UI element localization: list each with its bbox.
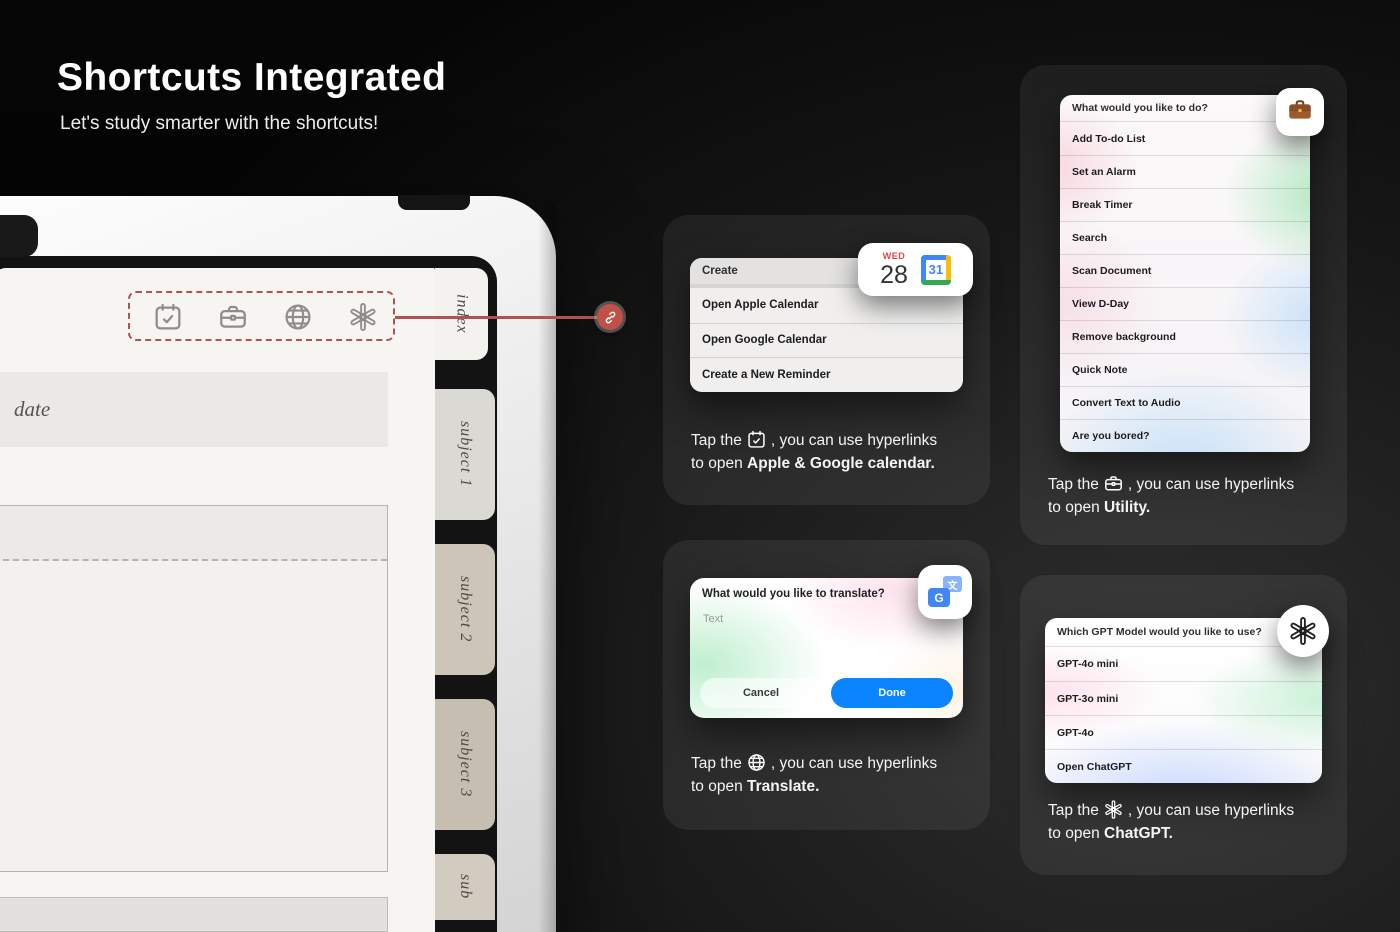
utility-badge	[1276, 88, 1324, 136]
translate-caption: Tap the, you can use hyperlinks to open …	[691, 752, 979, 798]
planner-page: date	[0, 268, 435, 932]
menu-item-create-reminder[interactable]: Create a New Reminder	[690, 357, 963, 392]
tab-subject-2[interactable]: subject 2	[435, 544, 495, 675]
utility-caption: Tap the, you can use hyperlinks to open …	[1048, 473, 1340, 519]
apple-calendar-icon: WED 28	[880, 250, 908, 289]
menu-item-add-todo[interactable]: Add To-do List	[1072, 132, 1146, 145]
menu-item-view-dday[interactable]: View D-Day	[1060, 287, 1310, 320]
frame-shade	[538, 196, 556, 932]
hyperlink-badge	[597, 304, 623, 330]
openai-icon	[1103, 799, 1124, 820]
chatgpt-feature-card: Which GPT Model would you like to use? G…	[1020, 575, 1347, 875]
planner-tabs: index subject 1 subject 2 subject 3 sub	[435, 256, 497, 932]
briefcase-icon	[1103, 473, 1124, 494]
planner-content-box	[0, 505, 388, 872]
calendar-caption: Tap the, you can use hyperlinks to open …	[691, 429, 979, 475]
tab-subject-1[interactable]: subject 1	[435, 389, 495, 520]
menu-item-convert-text-audio[interactable]: Convert Text to Audio	[1060, 386, 1310, 419]
page-subtitle: Let's study smarter with the shortcuts!	[60, 113, 379, 134]
menu-item-open-apple-calendar[interactable]: Open Apple Calendar	[702, 299, 819, 312]
camera-notch-top	[398, 195, 470, 210]
translate-input[interactable]: Text	[703, 613, 724, 625]
ipad-frame: date index subject 1 subject 2 subject 3…	[0, 196, 556, 932]
tab-index[interactable]: index	[435, 268, 488, 360]
planner-content-header	[0, 506, 387, 561]
google-translate-badge: 文 G	[918, 565, 972, 619]
menu-item-break-timer[interactable]: Break Timer	[1060, 188, 1310, 221]
tab-subject-3[interactable]: subject 3	[435, 699, 495, 830]
translate-dialog-title: What would you like to translate?	[702, 588, 885, 600]
gpt-model-menu: Which GPT Model would you like to use? G…	[1045, 618, 1322, 783]
google-calendar-icon: 31	[920, 254, 951, 285]
briefcase-color-icon	[1286, 96, 1314, 129]
calendar-apps-badge: WED 28 31	[858, 243, 973, 296]
menu-item-set-alarm[interactable]: Set an Alarm	[1060, 155, 1310, 188]
translate-dialog: What would you like to translate? Text C…	[690, 578, 963, 718]
link-icon	[603, 310, 618, 325]
cancel-button[interactable]: Cancel	[700, 678, 822, 708]
date-label: date	[14, 397, 51, 421]
openai-logo-icon	[1287, 615, 1319, 647]
chatgpt-caption: Tap the, you can use hyperlinks to open …	[1048, 799, 1340, 845]
camera-notch-left	[0, 215, 38, 257]
chatgpt-badge	[1277, 605, 1329, 657]
calendar-feature-card: Create Open Apple Calendar Open Google C…	[663, 215, 990, 505]
menu-item-open-google-calendar[interactable]: Open Google Calendar	[690, 322, 963, 358]
connector-line	[395, 316, 598, 319]
planner-footer-bar	[0, 897, 388, 932]
menu-item-gpt-3o-mini[interactable]: GPT-3o mini	[1045, 681, 1322, 715]
globe-icon	[746, 752, 767, 773]
shortcut-icons-highlight	[128, 291, 395, 341]
ipad-screen: date index subject 1 subject 2 subject 3…	[0, 256, 497, 932]
utility-menu-header: What would you like to do?	[1060, 95, 1310, 122]
menu-item-are-you-bored[interactable]: Are you bored?	[1060, 419, 1310, 452]
done-button[interactable]: Done	[831, 678, 953, 708]
translate-feature-card: What would you like to translate? Text C…	[663, 540, 990, 830]
gpt-menu-header: Which GPT Model would you like to use?	[1045, 618, 1322, 647]
menu-item-remove-background[interactable]: Remove background	[1060, 320, 1310, 353]
menu-item-gpt-4o-mini[interactable]: GPT-4o mini	[1057, 658, 1119, 670]
utility-feature-card: What would you like to do? Add To-do Lis…	[1020, 65, 1347, 545]
date-row: date	[0, 372, 388, 447]
menu-item-search[interactable]: Search	[1060, 221, 1310, 254]
google-translate-icon: 文 G	[928, 575, 962, 609]
tab-subject-4[interactable]: sub	[435, 854, 495, 920]
utility-menu: What would you like to do? Add To-do Lis…	[1060, 95, 1310, 452]
menu-item-gpt-4o[interactable]: GPT-4o	[1045, 715, 1322, 749]
menu-item-quick-note[interactable]: Quick Note	[1060, 353, 1310, 386]
calendar-icon	[746, 429, 767, 450]
menu-item-open-chatgpt[interactable]: Open ChatGPT	[1045, 749, 1322, 783]
page-title: Shortcuts Integrated	[57, 56, 447, 99]
menu-item-scan-document[interactable]: Scan Document	[1060, 254, 1310, 287]
